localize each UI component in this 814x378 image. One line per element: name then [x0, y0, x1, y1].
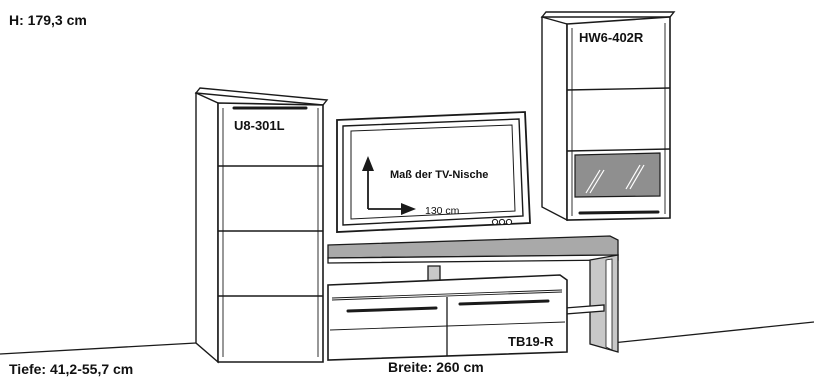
- depth-label: Tiefe: 41,2-55,7 cm: [9, 361, 133, 377]
- wall-cabinet-glass: [574, 152, 661, 198]
- tv-bench: [327, 235, 619, 361]
- tv-niche-width: 130 cm: [425, 205, 460, 217]
- height-label: H: 179,3 cm: [9, 12, 87, 28]
- tv-bench-label: TB19-R: [508, 334, 554, 349]
- floor-line: [0, 321, 814, 355]
- tv-buttons: [491, 218, 513, 226]
- wall-cabinet-handle: [578, 210, 660, 215]
- width-label: Breite: 260 cm: [388, 359, 484, 375]
- tv-screen: [336, 111, 531, 233]
- tv-niche-label: Maß der TV-Nische: [390, 169, 488, 181]
- tv-bench-handles: [346, 299, 550, 313]
- wall-cabinet-label: HW6-402R: [579, 30, 644, 45]
- tall-cabinet-label: U8-301L: [234, 118, 285, 133]
- tv-niche-arrows: [362, 156, 416, 215]
- tall-cabinet: [194, 87, 329, 364]
